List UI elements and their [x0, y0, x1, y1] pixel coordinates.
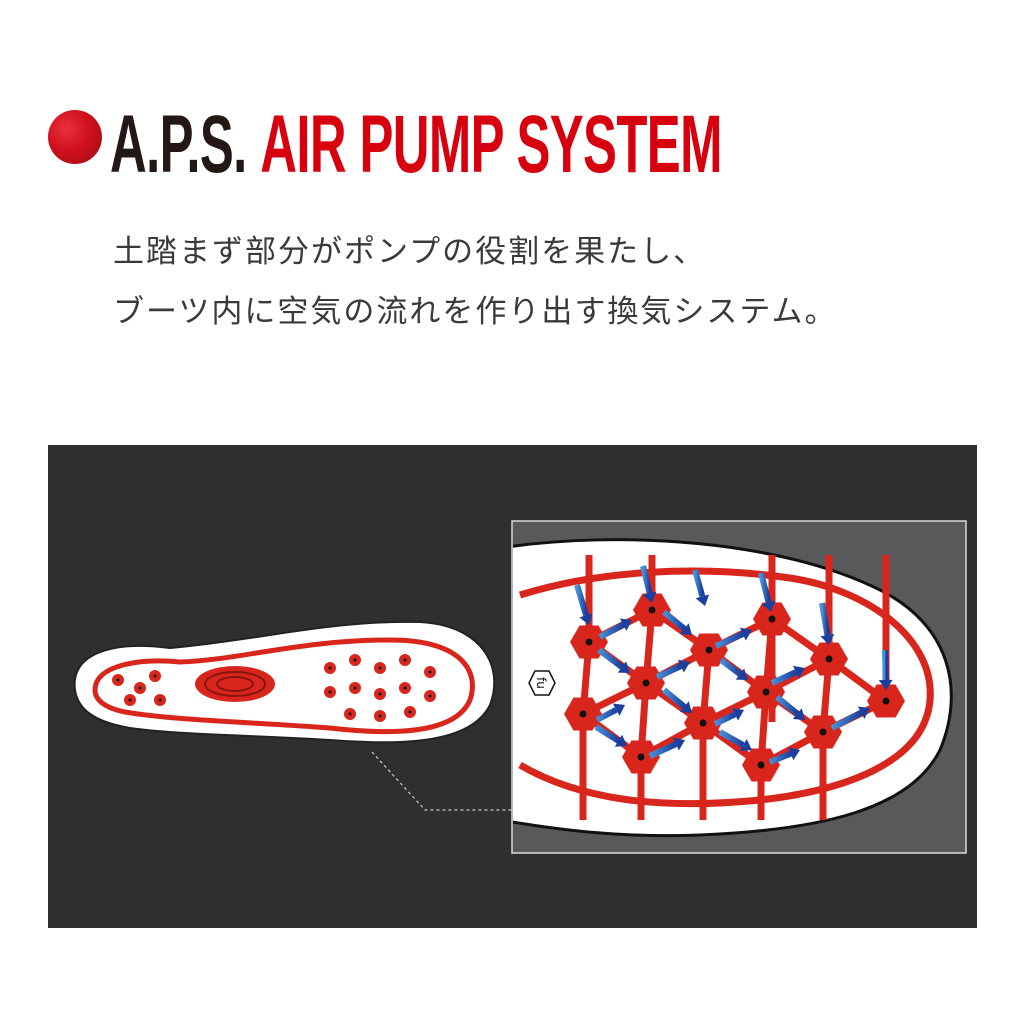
airflow-arrowhead: [679, 623, 692, 635]
small-pump-node-center: [158, 698, 162, 702]
pump-node-center: [825, 655, 833, 663]
logo-mark-icon: fu: [528, 670, 556, 696]
small-pump-node-center: [378, 692, 382, 696]
small-pump-node-center: [428, 670, 432, 674]
small-pump-node-center: [378, 714, 382, 718]
airflow-arrow: [713, 711, 737, 727]
pump-node-center: [882, 697, 890, 705]
airflow-arrow: [714, 631, 745, 649]
airflow-arrowhead: [695, 594, 710, 606]
airflow-arrow: [775, 694, 800, 716]
airflow-arrow: [758, 572, 772, 604]
airflow-arrow: [768, 750, 792, 765]
airflow-arrow: [594, 724, 621, 744]
airflow-arrow: [655, 663, 683, 680]
small-pump-node-center: [348, 712, 352, 716]
airflow-arrow: [662, 609, 687, 631]
pump-node-center: [699, 719, 707, 727]
small-pump-node-center: [403, 686, 407, 690]
airflow-arrowhead: [579, 613, 593, 625]
airflow-arrowhead: [614, 734, 627, 747]
airflow-arrowhead: [677, 659, 690, 673]
small-pump-node-center: [353, 686, 357, 690]
airflow-arrow: [597, 647, 624, 670]
airflow-arrowhead: [679, 701, 692, 713]
airflow-arrow: [882, 649, 889, 681]
airflow-arrowhead: [612, 703, 625, 716]
pump-node-center: [585, 638, 593, 646]
pump-node-center: [762, 688, 770, 696]
pump-node-center: [637, 753, 645, 761]
airflow-arrowhead: [792, 708, 805, 720]
airflow-arrow: [692, 569, 706, 598]
pump-node-center: [819, 728, 827, 736]
full-sole: [73, 620, 496, 744]
airflow-arrowhead: [761, 600, 776, 612]
small-pump-node-center: [328, 666, 332, 670]
pump-node-center: [579, 710, 587, 718]
small-pump-node-center: [116, 678, 120, 682]
small-pump-node-center: [403, 658, 407, 662]
small-pump-node-center: [353, 658, 357, 662]
pump-node-center: [757, 761, 765, 769]
airflow-arrowhead: [619, 618, 632, 631]
airflow-arrowhead: [735, 668, 748, 680]
brand-subtitle: AIR PUMP SYSTEM: [260, 99, 722, 190]
airflow-arrowhead: [857, 706, 870, 719]
description-line-1: 土踏まず部分がポンプの役割を果たし、: [113, 234, 707, 270]
small-pump-node-center: [138, 686, 142, 690]
red-ball-bullet-icon: [48, 110, 102, 164]
pump-node-center: [648, 606, 656, 614]
small-pump-node-center: [328, 690, 332, 694]
svg-text:fu: fu: [534, 677, 548, 689]
airflow-arrowhead: [731, 708, 744, 721]
pump-node-center: [705, 646, 713, 654]
airflow-arrowhead: [739, 738, 752, 752]
pump-node-center: [642, 679, 650, 687]
airflow-arrow: [830, 710, 863, 731]
airflow-arrow: [648, 741, 678, 759]
airflow-arrowhead: [672, 737, 685, 751]
small-pump-node-center: [378, 666, 382, 670]
airflow-arrow: [595, 707, 618, 723]
airflow-arrowhead: [788, 747, 800, 761]
airflow-arrowhead: [617, 661, 630, 673]
airflow-arrowhead: [792, 665, 805, 679]
airflow-arrow: [662, 687, 687, 709]
airflow-arrow: [819, 602, 831, 636]
small-pump-node-center: [128, 698, 132, 702]
airflow-arrowhead: [878, 679, 893, 690]
page-title: A.P.S.AIR PUMP SYSTEM: [110, 104, 722, 186]
description-line-2: ブーツ内に空気の流れを作り出す換気システム。: [113, 294, 838, 330]
airflow-arrow: [770, 669, 798, 686]
small-pump-node-center: [408, 710, 412, 714]
airflow-arrow: [719, 657, 742, 677]
airflow-arrow: [598, 622, 625, 640]
airflow-arrow: [640, 565, 653, 594]
brand-title: A.P.S.: [110, 99, 247, 190]
airflow-arrowhead: [642, 591, 657, 603]
callout-line: [371, 751, 512, 811]
airflow-arrow: [574, 584, 590, 617]
airflow-arrowhead: [820, 633, 835, 645]
airflow-arrow: [718, 729, 745, 748]
zoomed-sole: fu: [513, 538, 953, 838]
pump-node-center: [768, 615, 776, 623]
airflow-arrowhead: [740, 627, 752, 641]
small-pump-node-center: [428, 694, 432, 698]
small-pump-node-center: [153, 674, 157, 678]
